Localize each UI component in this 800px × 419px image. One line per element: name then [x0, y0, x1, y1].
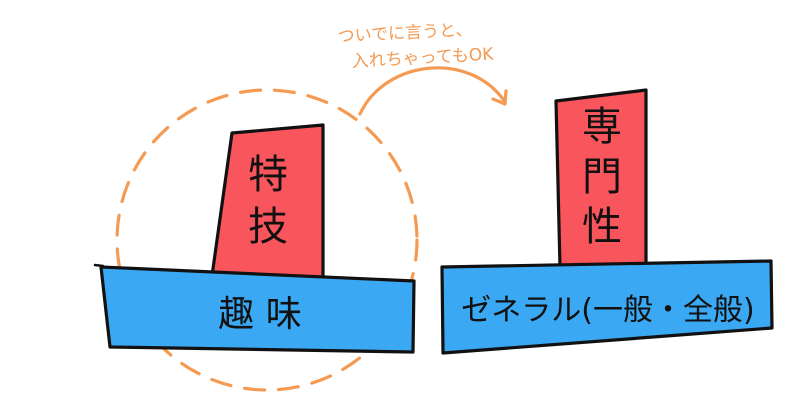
right-pillar-char-3: 性 [582, 204, 622, 250]
dashed-circle-outline [115, 88, 419, 392]
right-base-label: ゼネラル(一般・全般) [461, 293, 754, 328]
left-base-tick-mark [93, 263, 105, 268]
right-pillar-char-2: 門 [582, 154, 622, 200]
arrow-head-icon [491, 89, 508, 106]
left-pillar-char-2: 技 [248, 204, 288, 250]
left-pillar-char-1: 特 [248, 152, 288, 198]
note-line-1: ついでに言うと、 [337, 20, 473, 47]
right-pillar-char-1: 専 [582, 104, 622, 150]
curved-arrow [358, 66, 507, 116]
note-line-2: 入れちゃってもOK [351, 45, 495, 72]
left-base-bar [99, 265, 416, 354]
left-base-label: 趣 味 [218, 294, 301, 335]
right-base-bar [440, 259, 774, 355]
